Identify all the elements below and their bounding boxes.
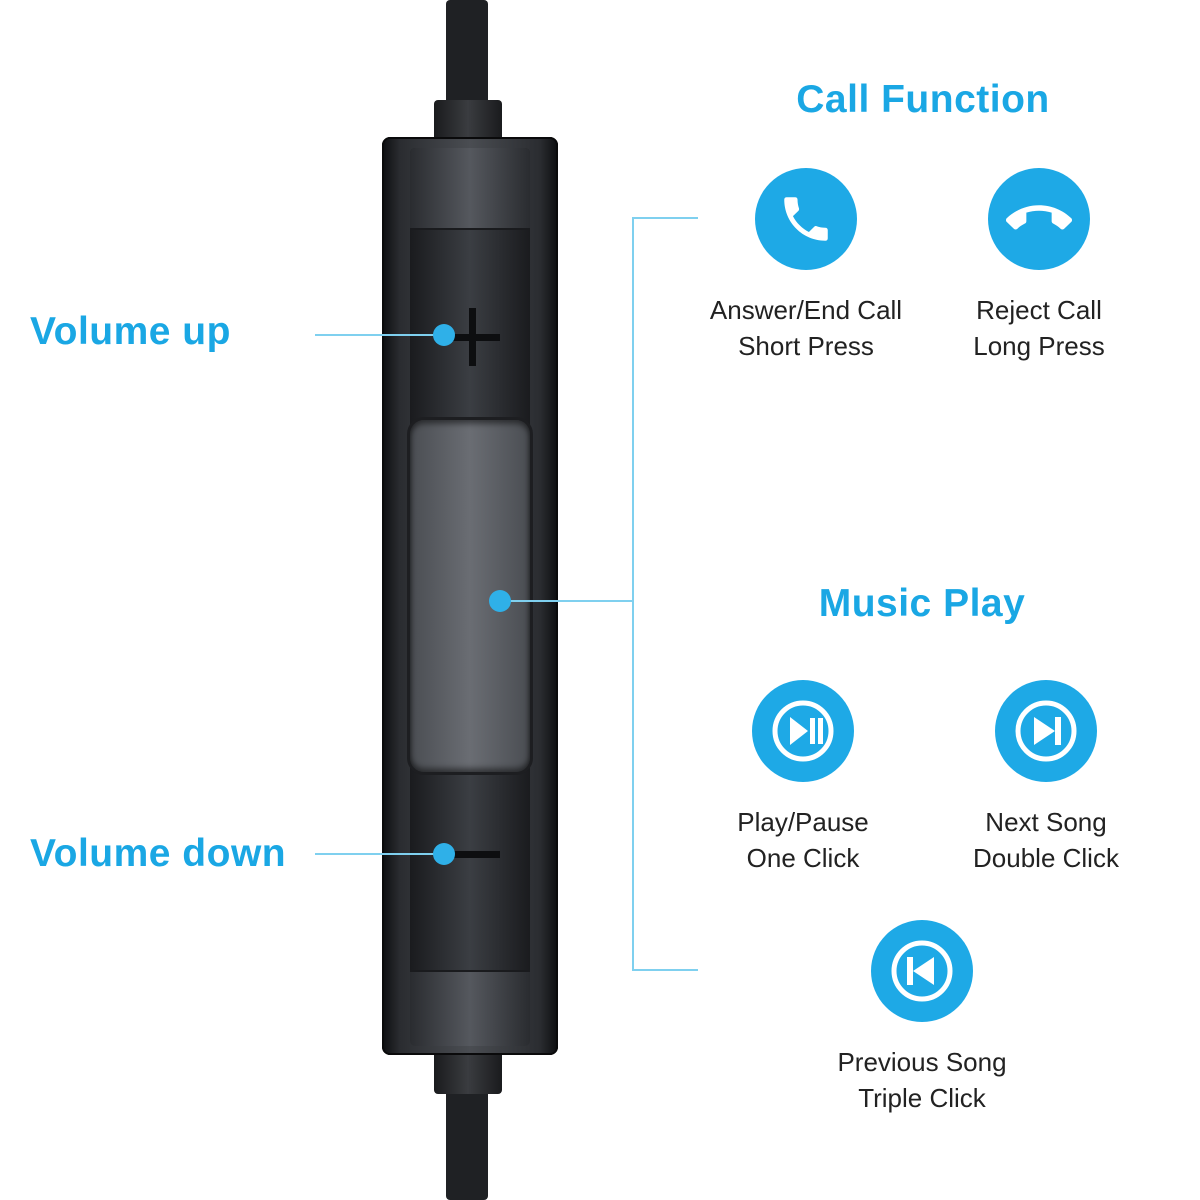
cable-bottom — [446, 1085, 488, 1200]
volume-down-button[interactable] — [410, 778, 530, 966]
plus-icon-vertical — [469, 308, 476, 366]
next-song-action: Double Click — [973, 843, 1119, 873]
play-pause-label: Play/Pause — [737, 807, 869, 837]
play-pause-item: Play/Pause One Click — [673, 680, 933, 876]
volume-down-label: Volume down — [30, 832, 287, 875]
bracket-top-line — [632, 217, 698, 219]
previous-song-item: Previous Song Triple Click — [792, 920, 1052, 1116]
remote-panel-cap-top — [410, 148, 530, 230]
bracket-bottom-line — [632, 969, 698, 971]
play-pause-action: One Click — [746, 843, 860, 873]
remote-panel-cap-bottom — [410, 970, 530, 1046]
cable-collar-bottom — [434, 1050, 502, 1094]
next-track-icon — [995, 680, 1097, 782]
volume-up-leader-line — [315, 334, 443, 336]
multifunction-button[interactable] — [410, 420, 530, 772]
cable-collar-top — [434, 100, 502, 142]
bracket-vertical-line — [632, 217, 634, 971]
reject-call-item: Reject Call Long Press — [909, 168, 1169, 364]
volume-up-dot — [433, 324, 455, 346]
center-button-dot — [489, 590, 511, 612]
minus-icon — [446, 851, 500, 858]
volume-up-label: Volume up — [30, 310, 231, 353]
music-play-title: Music Play — [818, 582, 1026, 625]
volume-down-leader-line — [315, 853, 443, 855]
next-song-item: Next Song Double Click — [916, 680, 1176, 876]
center-leader-line — [500, 600, 634, 602]
answer-end-call-label: Answer/End Call — [709, 295, 903, 325]
next-song-label: Next Song — [985, 807, 1107, 837]
phone-reject-icon — [988, 168, 1090, 270]
previous-song-label: Previous Song — [837, 1047, 1007, 1077]
phone-answer-icon — [755, 168, 857, 270]
call-function-title: Call Function — [796, 78, 1050, 121]
cable-top — [446, 0, 488, 110]
answer-end-call-item: Answer/End Call Short Press — [676, 168, 936, 364]
answer-end-call-action: Short Press — [738, 331, 874, 361]
previous-track-icon — [871, 920, 973, 1022]
reject-call-action: Long Press — [973, 331, 1105, 361]
play-pause-icon — [752, 680, 854, 782]
previous-song-action: Triple Click — [858, 1083, 986, 1113]
volume-down-dot — [433, 843, 455, 865]
reject-call-label: Reject Call — [976, 295, 1102, 325]
